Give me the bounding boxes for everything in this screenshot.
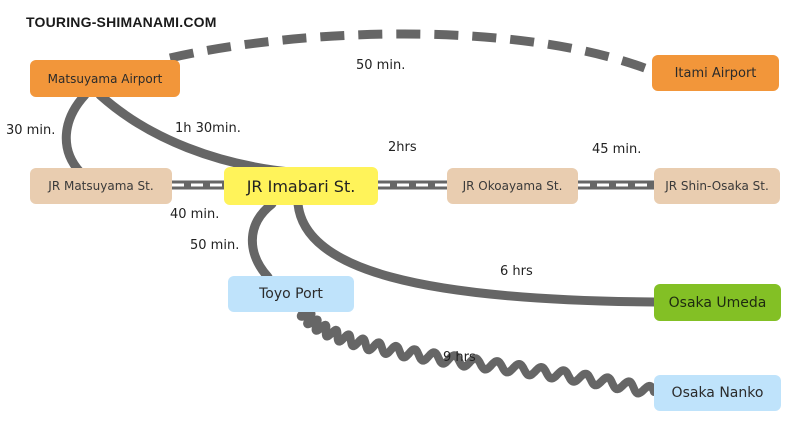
route-ferry-toyo-nanko [296, 308, 658, 398]
route-imabari-toyo [247, 199, 277, 282]
time-airport-itami: 50 min. [356, 58, 406, 73]
route-imabari-umeda [293, 199, 659, 307]
time-airport-jr-matsuyama: 30 min. [6, 123, 56, 138]
time-okayama-shin-osaka: 45 min. [592, 142, 642, 157]
time-airport-imabari: 1h 30min. [175, 121, 241, 136]
node-jr-shin-osaka[interactable]: JR Shin-Osaka St. [654, 168, 780, 204]
time-imabari-okayama: 2hrs [388, 140, 417, 155]
node-jr-okayama[interactable]: JR Okoayama St. [447, 168, 578, 204]
site-name: TOURING-SHIMANAMI.COM [26, 14, 217, 30]
node-jr-imabari[interactable]: JR Imabari St. [224, 167, 378, 205]
route-flight-matsuyama-itami [168, 29, 652, 75]
node-jr-matsuyama[interactable]: JR Matsuyama St. [30, 168, 172, 204]
node-matsuyama-airport[interactable]: Matsuyama Airport [30, 60, 180, 97]
route-airport-jr-matsuyama [61, 90, 90, 177]
node-osaka-nanko[interactable]: Osaka Nanko [654, 375, 781, 411]
time-jr-matsuyama-imabari: 40 min. [170, 207, 220, 222]
time-imabari-umeda: 6 hrs [500, 264, 533, 279]
time-imabari-toyo: 50 min. [190, 238, 240, 253]
time-toyo-nanko: 9 hrs [443, 350, 476, 365]
node-itami-airport[interactable]: Itami Airport [652, 55, 779, 91]
node-osaka-umeda[interactable]: Osaka Umeda [654, 284, 781, 321]
node-toyo-port[interactable]: Toyo Port [228, 276, 354, 312]
